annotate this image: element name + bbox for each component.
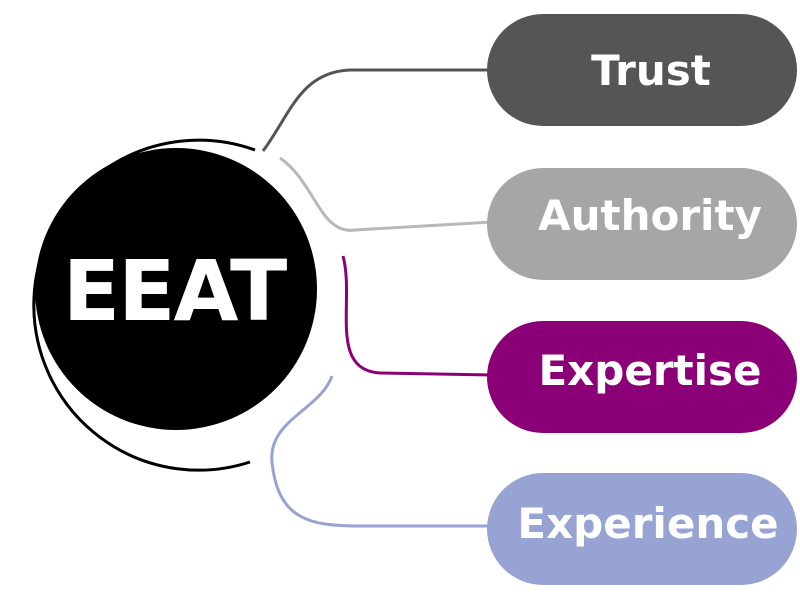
connector-authority <box>279 156 493 232</box>
hub-outer-ring <box>32 138 256 472</box>
pillar-experience-label: Experience <box>517 499 778 548</box>
pillar-experience: Experience <box>487 473 797 585</box>
pillar-expertise: Expertise <box>487 321 797 433</box>
hub-circle <box>35 148 317 430</box>
pillar-authority-label: Authority <box>538 191 762 240</box>
pillar-expertise-label: Expertise <box>538 346 761 395</box>
pillar-authority: Authority <box>487 168 797 280</box>
hub-label: EEAT <box>63 242 287 340</box>
connector-trust <box>261 68 492 152</box>
connector-experience <box>270 375 492 528</box>
pillar-authority-pill <box>487 168 797 280</box>
pillar-trust-label: Trust <box>591 46 711 95</box>
pillar-trust: Trust <box>487 14 797 126</box>
pillar-expertise-pill <box>487 321 797 433</box>
connector-expertise <box>341 255 493 377</box>
pillar-experience-pill <box>487 473 797 585</box>
pillar-trust-pill <box>487 14 797 126</box>
